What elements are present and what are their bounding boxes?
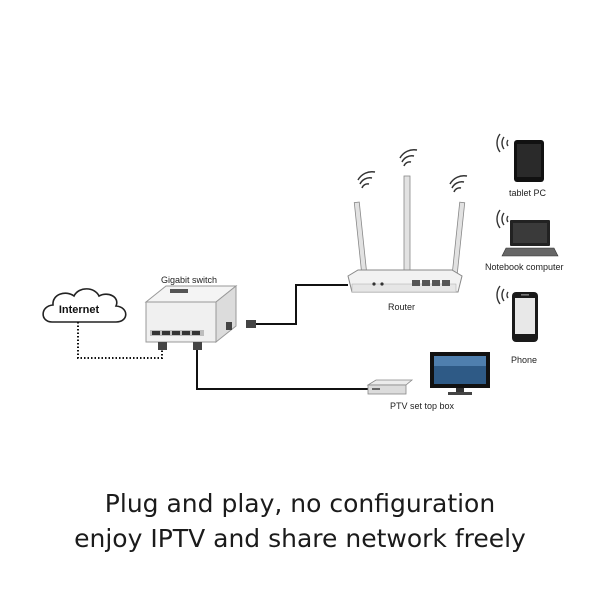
- tablet-label: tablet PC: [509, 188, 547, 198]
- switch-plug-icon: [158, 342, 202, 350]
- notebook-label: Notebook computer: [485, 262, 564, 272]
- tablet-icon: [514, 140, 544, 182]
- internet-label: Internet: [59, 304, 100, 316]
- tv-monitor-icon: [430, 352, 490, 395]
- switch-settop-cable: [196, 350, 372, 390]
- gigabit-switch-icon: [144, 284, 238, 344]
- phone-wifi-icon: [496, 285, 509, 305]
- set-top-box-icon: [366, 379, 414, 395]
- caption-line-2: enjoy IPTV and share network freely: [74, 524, 526, 553]
- notebook-icon: [501, 220, 559, 257]
- switch-label: Gigabit switch: [161, 275, 218, 285]
- router-cable-plug-icon: [246, 320, 256, 328]
- switch-router-cable: [254, 284, 348, 325]
- internet-cloud-icon: [42, 288, 127, 323]
- caption: Plug and play, no configuration enjoy IP…: [0, 486, 600, 556]
- wifi-icon: [357, 148, 468, 193]
- settop-label: PTV set top box: [390, 401, 455, 411]
- router-label: Router: [388, 302, 416, 312]
- caption-line-1: Plug and play, no configuration: [104, 489, 496, 518]
- phone-icon: [512, 292, 538, 342]
- notebook-wifi-icon: [496, 209, 509, 229]
- tablet-wifi-icon: [496, 133, 509, 153]
- internet-cable: [77, 322, 163, 359]
- phone-label: Phone: [511, 355, 538, 365]
- router-icon: [347, 175, 466, 293]
